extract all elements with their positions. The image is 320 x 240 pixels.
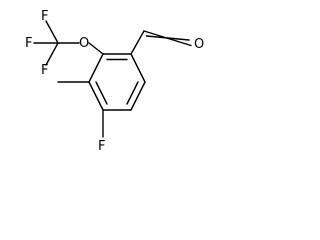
bonds [33,20,192,138]
bond-cf3-f1 [45,20,59,44]
structure-diagram: F F F O O F [25,9,204,154]
bond-c1-cho-carbon [130,30,145,55]
bond-ring-c5-c6 [130,81,146,111]
bond-ring-c6-c1 [130,53,146,83]
ring-fluorine-label: F [98,139,105,154]
ether-oxygen-label: O [79,36,89,51]
aldehyde-oxygen-label: O [194,37,204,52]
molecule-canvas: F F F O O F [25,9,205,154]
fluorine-2-label: F [25,36,32,51]
bond-ring-c3-c4-inner [95,81,108,105]
bond-cho-carbon-oxygen-double [145,35,190,41]
bond-ring-c5-c6-inner [126,81,139,105]
fluorine-3-label: F [41,63,48,78]
bond-c2-ether-oxygen [88,42,104,55]
bond-ring-c2-c3 [88,53,104,83]
bond-cf3-f3 [45,42,59,66]
bond-ring-c3-c4 [88,81,104,111]
fluorine-1-label: F [41,9,48,24]
